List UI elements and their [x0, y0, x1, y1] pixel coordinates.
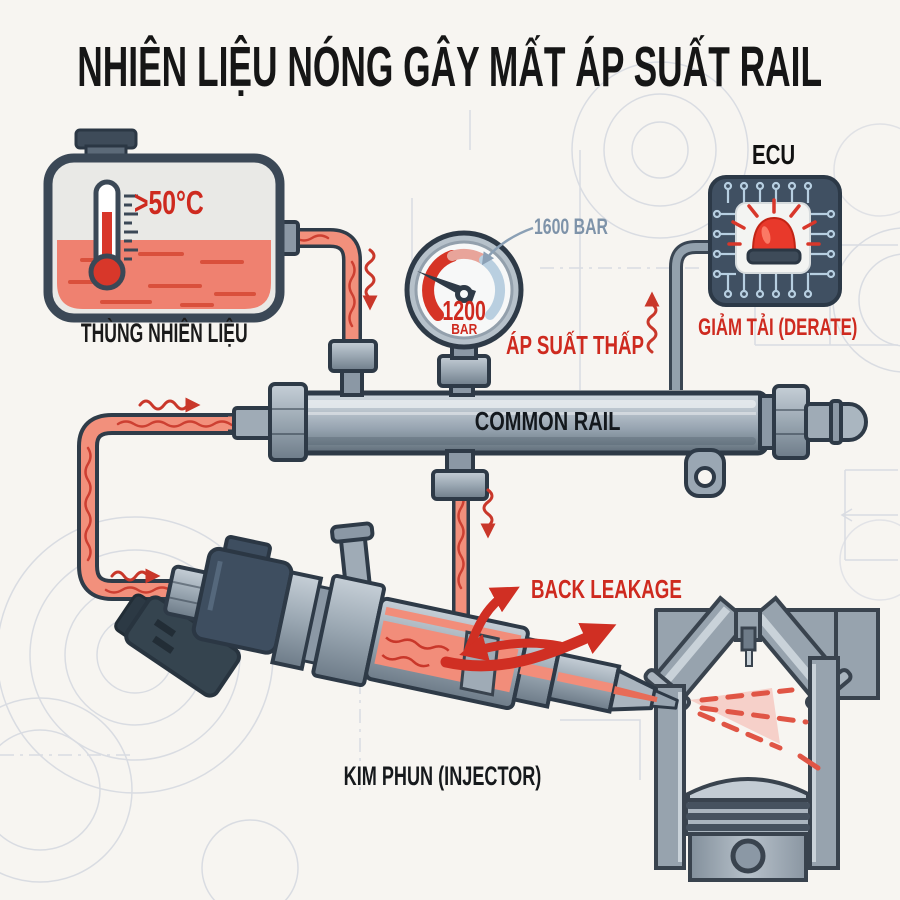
- back-leakage-arrow-icon: [440, 586, 617, 672]
- low-pressure-status: ÁP SUẤT THẤP: [506, 330, 644, 360]
- injector-label: KIM PHUN (INJECTOR): [343, 761, 541, 791]
- thermometer-icon: [88, 179, 138, 291]
- injector-icon: [114, 521, 679, 714]
- pressure-gauge-icon: [404, 226, 534, 360]
- back-leakage-label: BACK LEAKAGE: [531, 574, 682, 604]
- fuel-pipes: [77, 228, 470, 618]
- piston-cylinder-icon: [643, 595, 880, 882]
- circuit-traces: [712, 181, 836, 299]
- gauge-reference-value: 1600 BAR: [534, 214, 608, 239]
- ecu-wire: [669, 240, 712, 390]
- tank-label: THÙNG NHIÊN LIỆU: [80, 318, 248, 348]
- siren-alarm-icon: [727, 198, 821, 265]
- fuel-spray: [690, 687, 821, 771]
- page-title: NHIÊN LIỆU NÓNG GÂY MẤT ÁP SUẤT RAIL: [77, 35, 823, 99]
- fuel-tank-icon: [43, 128, 300, 323]
- gauge-unit: BAR: [451, 321, 477, 338]
- circuit-chip-icon: [708, 175, 842, 307]
- tank-temperature-value: >50°C: [134, 184, 204, 221]
- common-rail: [232, 339, 868, 501]
- derate-status: GIẢM TẢI (DERATE): [697, 314, 858, 341]
- piston: [684, 777, 812, 882]
- heat-wave-arrow-icon: [110, 248, 660, 584]
- common-rail-label: COMMON RAIL: [475, 406, 621, 436]
- gauge-current-value: 1200: [442, 295, 486, 326]
- gauge-reference-leader: [481, 226, 534, 266]
- ecu-label: ECU: [752, 139, 796, 170]
